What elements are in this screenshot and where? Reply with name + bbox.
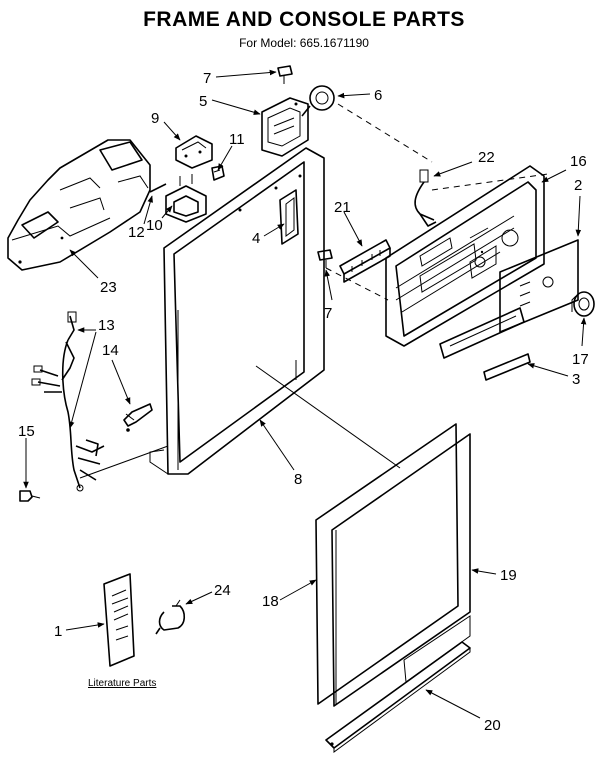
part-22-wire-lead[interactable]	[414, 169, 437, 227]
part-10-bracket[interactable]	[165, 174, 207, 223]
part-21-button-bracket[interactable]	[339, 239, 391, 283]
callout-7-top: 7	[203, 70, 211, 87]
callout-15: 15	[18, 423, 35, 440]
frame-to-door-leader	[255, 365, 401, 469]
part-20-kick-plate[interactable]	[325, 641, 471, 753]
callout-19: 19	[500, 567, 517, 584]
part-12-pin[interactable]	[149, 183, 167, 193]
callout-2: 2	[574, 177, 582, 194]
dash-line-knob	[337, 103, 433, 163]
callout-1: 1	[54, 623, 62, 640]
part-11-clip[interactable]	[211, 165, 225, 181]
callout-6: 6	[374, 87, 382, 104]
diagram-title: FRAME AND CONSOLE PARTS	[143, 8, 465, 31]
console-trim[interactable]	[439, 307, 525, 359]
part-15-screw[interactable]	[19, 490, 41, 502]
callout-12: 12	[128, 224, 145, 241]
part-17-knob[interactable]	[571, 291, 595, 317]
model-number: For Model: 665.1671190	[239, 36, 369, 50]
part-5-door-latch[interactable]	[261, 97, 309, 157]
callout-13: 13	[98, 317, 115, 334]
callout-3: 3	[572, 371, 580, 388]
callout-leaders	[23, 69, 587, 719]
callout-23: 23	[100, 279, 117, 296]
callout-24: 24	[214, 582, 231, 599]
part-7-screw-top[interactable]	[277, 65, 293, 84]
callout-4: 4	[252, 230, 260, 247]
part-19-door-panel[interactable]	[331, 433, 471, 707]
callout-21: 21	[334, 199, 351, 216]
callout-11: 11	[229, 131, 245, 148]
part-6-knob[interactable]	[301, 85, 335, 117]
callout-14: 14	[102, 342, 119, 359]
callout-8: 8	[294, 471, 302, 488]
dash-line-lead	[431, 173, 549, 191]
part-14-connector[interactable]	[123, 403, 153, 432]
literature-parts-label: Literature Parts	[88, 678, 156, 689]
callout-22: 22	[478, 149, 495, 166]
callout-5: 5	[199, 93, 207, 110]
part-8-door-frame[interactable]	[149, 147, 325, 475]
part-23-vent-duct[interactable]	[7, 139, 151, 271]
part-18-outer-door[interactable]	[315, 423, 459, 705]
part-1-literature-booklet[interactable]	[103, 573, 135, 667]
part-2-console-overlay[interactable]	[499, 239, 579, 333]
dash-line-screw	[325, 267, 389, 301]
part-9-switch[interactable]	[175, 135, 213, 169]
part-16-console-panel[interactable]	[385, 165, 545, 347]
callout-16: 16	[570, 153, 587, 170]
callout-20: 20	[484, 717, 501, 734]
callout-9: 9	[151, 110, 159, 127]
part-7-screw-mid[interactable]	[317, 249, 333, 268]
callout-18: 18	[262, 593, 279, 610]
part-13-wire-harness[interactable]	[31, 311, 105, 492]
callout-7-mid: 7	[324, 305, 332, 322]
part-24-wire-clip[interactable]	[155, 599, 186, 635]
part-3-label-strip[interactable]	[483, 353, 531, 381]
callout-10: 10	[146, 217, 163, 234]
callout-17: 17	[572, 351, 589, 368]
